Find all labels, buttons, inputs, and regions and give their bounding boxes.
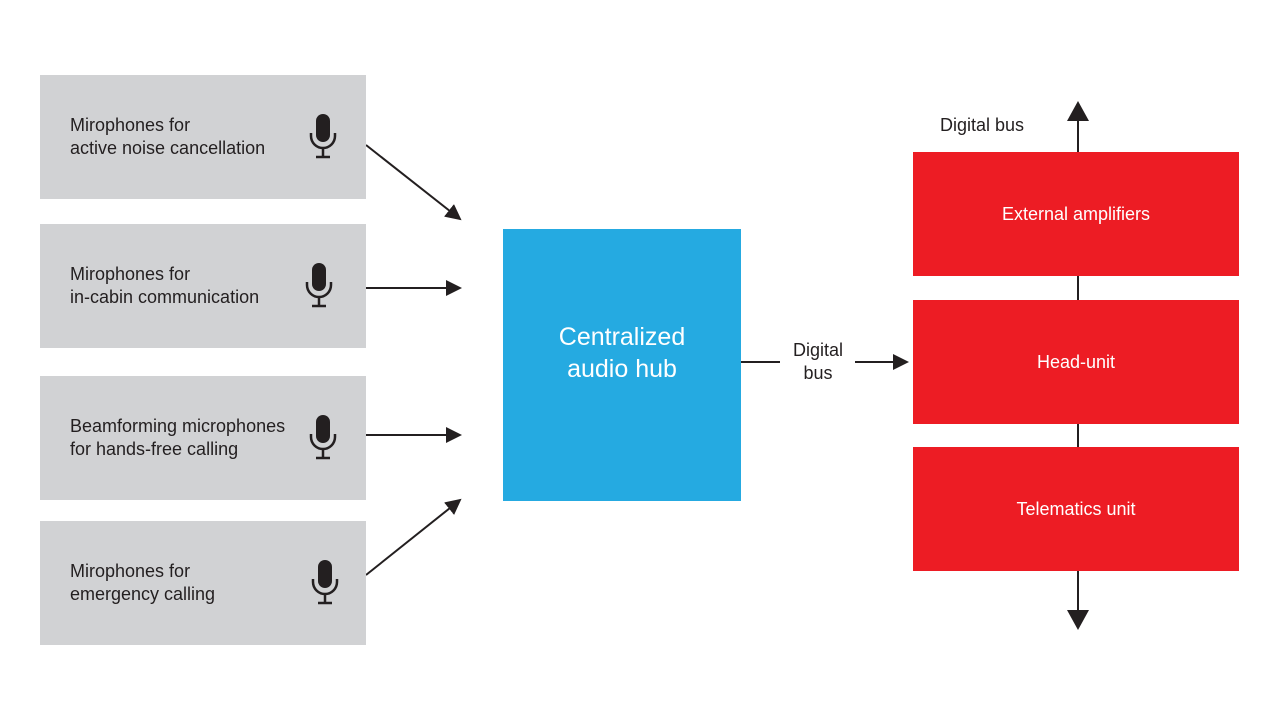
microphone-icon bbox=[309, 415, 337, 460]
input-box-anc: Mirophones for active noise cancellation bbox=[40, 75, 366, 199]
input-label: Mirophones for emergency calling bbox=[70, 561, 216, 604]
arrow-anc-to-hub bbox=[365, 144, 462, 221]
microphone-icon bbox=[311, 560, 339, 605]
head-unit-box: Head-unit bbox=[913, 300, 1239, 424]
hub-label: Centralized audio hub bbox=[558, 323, 686, 383]
output-label: External amplifiers bbox=[1001, 203, 1151, 224]
digital-bus-label-top: Digital bus bbox=[940, 115, 1025, 135]
digital-bus-label-middle: Digital bus bbox=[792, 340, 844, 383]
input-box-incabin: Mirophones for in-cabin communication bbox=[40, 224, 366, 348]
output-label: Telematics unit bbox=[1016, 498, 1136, 519]
bus-arrow-down bbox=[1067, 610, 1089, 630]
input-label: Beamforming microphones for hands-free c… bbox=[70, 416, 286, 459]
input-label: Mirophones for active noise cancellation bbox=[70, 115, 266, 158]
external-amplifiers-box: External amplifiers bbox=[913, 152, 1239, 276]
microphone-icon bbox=[309, 114, 337, 159]
microphone-icon bbox=[305, 263, 333, 308]
input-box-emergency: Mirophones for emergency calling bbox=[40, 521, 366, 645]
input-box-beamforming: Beamforming microphones for hands-free c… bbox=[40, 376, 366, 500]
telematics-unit-box: Telematics unit bbox=[913, 447, 1239, 571]
input-label: Mirophones for in-cabin communication bbox=[70, 264, 260, 307]
bus-arrow-up bbox=[1067, 101, 1089, 121]
centralized-audio-hub: Centralized audio hub bbox=[503, 229, 741, 501]
output-label: Head-unit bbox=[1036, 351, 1116, 372]
arrow-emergency-to-hub bbox=[365, 498, 462, 576]
